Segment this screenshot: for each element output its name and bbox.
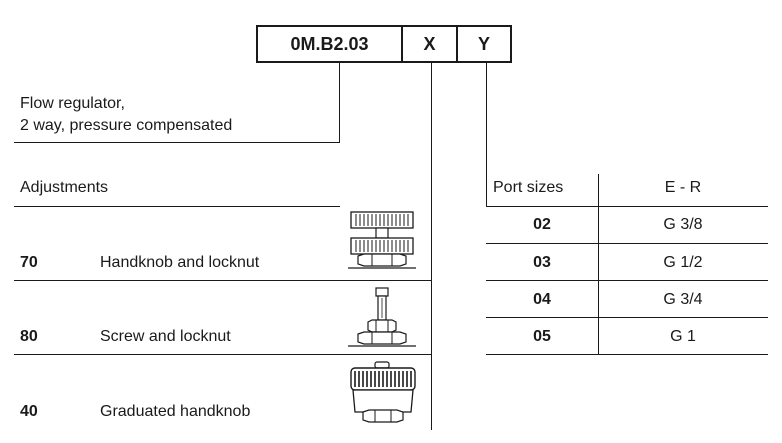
graduated-handknob-icon — [350, 361, 416, 423]
adjustment-code: 80 — [20, 328, 38, 345]
handknob-locknut-icon — [348, 211, 416, 269]
description-line1: Flow regulator, — [20, 95, 125, 112]
port-size-code: 02 — [533, 216, 551, 233]
code-y: Y — [477, 33, 490, 54]
adjustment-row-divider — [14, 280, 431, 281]
port-size-code: 04 — [533, 291, 551, 308]
port-sizes-header: Port sizes — [493, 179, 564, 196]
port-row-divider — [486, 317, 768, 318]
adjustment-label: Graduated handknob — [100, 403, 251, 420]
port-size-code: 03 — [533, 254, 551, 271]
adjustments-header-line — [14, 206, 340, 207]
code-base: 0M.B2.03 — [290, 33, 369, 54]
adjustments-header: Adjustments — [20, 179, 109, 196]
port-size-value: G 3/8 — [663, 216, 703, 233]
leader-base — [339, 63, 340, 142]
port-row-divider — [486, 354, 768, 355]
adjustment-label: Screw and locknut — [100, 328, 231, 345]
code-x: X — [423, 33, 436, 54]
description-underline — [14, 142, 340, 143]
adjustment-label: Handknob and locknut — [100, 254, 260, 271]
port-sizes-header-line — [486, 206, 768, 207]
adjustment-code: 70 — [20, 254, 38, 271]
port-row-divider — [486, 280, 768, 281]
port-sizes-column-header: E - R — [664, 179, 702, 196]
leader-y — [486, 63, 487, 206]
code-x-box: X — [401, 25, 458, 63]
port-size-value: G 3/4 — [663, 291, 703, 308]
port-size-value: G 1/2 — [663, 254, 703, 271]
code-base-box: 0M.B2.03 — [256, 25, 403, 63]
screw-locknut-icon — [348, 287, 416, 347]
port-size-code: 05 — [533, 328, 551, 345]
adjustment-code: 40 — [20, 403, 38, 420]
leader-x — [431, 63, 432, 430]
port-row-divider — [486, 243, 768, 244]
port-sizes-column-divider — [598, 174, 599, 355]
port-size-value: G 1 — [670, 328, 696, 345]
code-y-box: Y — [456, 25, 512, 63]
adjustment-row-divider — [14, 354, 431, 355]
description-line2: 2 way, pressure compensated — [20, 117, 233, 134]
